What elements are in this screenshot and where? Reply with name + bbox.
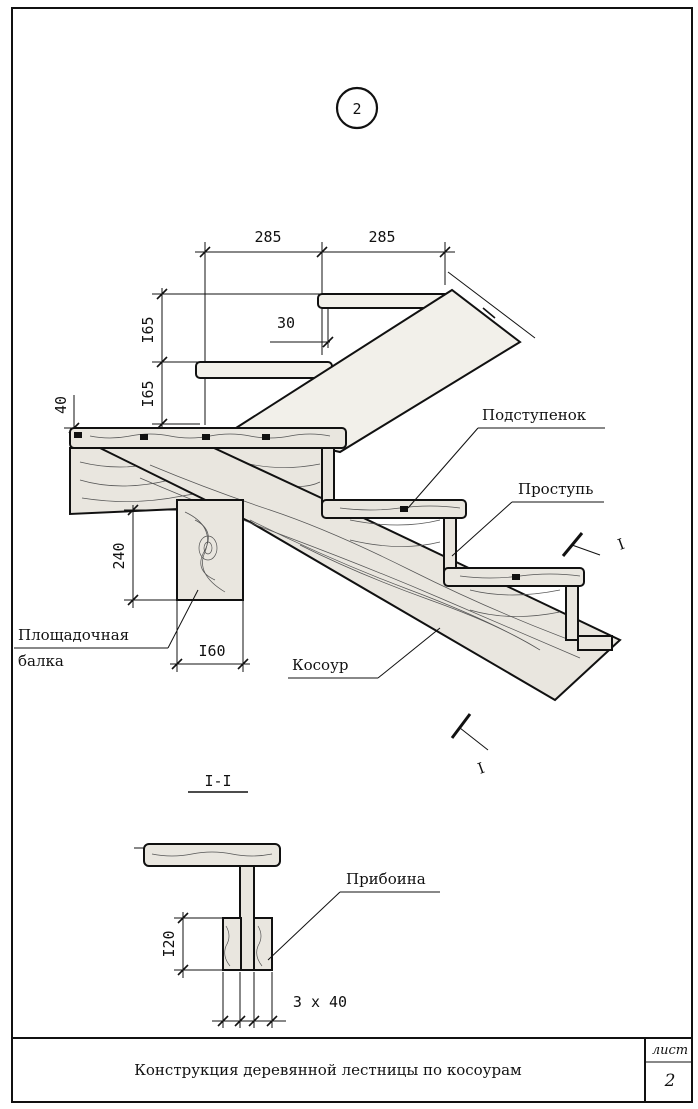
section-view (134, 843, 281, 971)
tread-width-2-label: 285 (368, 228, 395, 246)
section-cut-bottom: I (450, 713, 489, 778)
riser-callout: Подступенок (407, 406, 605, 509)
beam-height-label: 240 (110, 542, 128, 569)
drawing-title: Конструкция деревянной лестницы по косоу… (134, 1061, 522, 1079)
strip-count-label: 3 x 40 (293, 993, 347, 1011)
strip-height-dimension: I20 (160, 912, 223, 978)
stringer-label: Косоур (292, 656, 349, 674)
nosing-dimension: 30 (270, 306, 334, 348)
riser-height-dimensions: I65 I65 (139, 288, 320, 430)
landing-board (69, 427, 347, 449)
landing-beam-label-2: балка (18, 652, 64, 670)
riser-height-1-label: I65 (139, 316, 157, 343)
stringer-callout: Косоур (288, 627, 441, 679)
nosing-label: 30 (277, 314, 295, 332)
sheet-frame (11, 7, 693, 1103)
sheet-marker-circle (335, 86, 379, 130)
riser-label: Подступенок (482, 406, 587, 424)
beam-width-dimension: I60 (170, 600, 250, 672)
upper-tread-1 (195, 361, 333, 379)
section-mark-bottom: I (475, 759, 487, 778)
strip-count-dimension: 3 x 40 (212, 972, 347, 1028)
landing-beam (176, 499, 244, 601)
sheet-number: 2 (664, 1071, 676, 1091)
landing-beam-label-1: Площадочная (18, 626, 129, 644)
tread-width-1-label: 285 (254, 228, 281, 246)
tread-thickness-label: 40 (52, 396, 70, 414)
beam-height-dimension: 240 (110, 504, 178, 608)
section-mark-top: I (615, 535, 627, 554)
sheet-marker: 2 (352, 100, 361, 118)
tread-label: Проступь (518, 480, 593, 498)
section-title: I-I (204, 772, 231, 790)
tread-width-dimensions: 285 285 (195, 228, 455, 425)
riser-height-2-label: I65 (139, 380, 157, 407)
landing-beam-callout: Площадочная балка (14, 589, 199, 670)
beam-width-label: I60 (198, 642, 225, 660)
tread-callout: Проступь (451, 480, 604, 557)
nailing-strip-callout: Прибоина (267, 870, 440, 961)
lower-steps (321, 447, 613, 651)
sheet-label: лист (651, 1042, 689, 1058)
nailing-strip-label: Прибоина (346, 870, 426, 888)
section-cut-top: I (561, 532, 627, 557)
strip-height-label: I20 (160, 930, 178, 957)
